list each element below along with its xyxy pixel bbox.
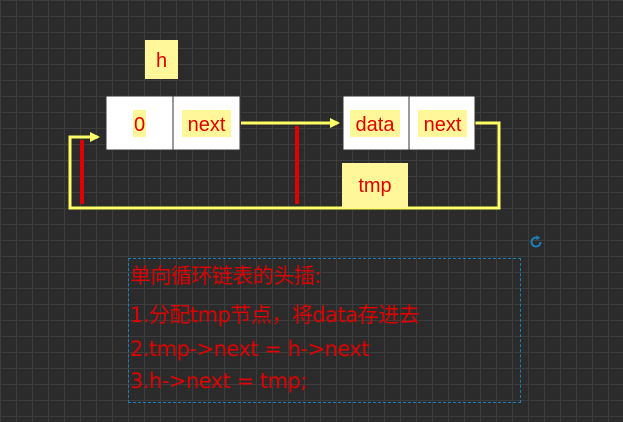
- head-pointer-label: h: [156, 50, 167, 72]
- tmp-pointer-label: tmp: [358, 175, 391, 197]
- note-step-3: 3.h->next = tmp;: [130, 369, 308, 393]
- note-step-2: 2.tmp->next = h->next: [130, 337, 370, 361]
- note-step-1: 1.分配tmp节点，将data存进去: [130, 303, 420, 327]
- note-text-box[interactable]: 单向循环链表的头插: 1.分配tmp节点，将data存进去 2.tmp->nex…: [128, 258, 521, 403]
- rotate-icon[interactable]: [528, 234, 544, 250]
- tmp-pointer[interactable]: tmp: [342, 163, 408, 208]
- new-node-data-label: data: [356, 114, 396, 136]
- head-node-data-label: 0: [134, 114, 145, 136]
- new-node[interactable]: data next: [342, 95, 476, 151]
- head-pointer[interactable]: h: [145, 40, 178, 79]
- new-node-next-label: next: [424, 114, 462, 136]
- head-node-next-label: next: [188, 114, 226, 136]
- circular-link-line: [68, 121, 501, 210]
- note-title: 单向循环链表的头插:: [130, 264, 322, 288]
- head-node[interactable]: 0 next: [105, 95, 241, 151]
